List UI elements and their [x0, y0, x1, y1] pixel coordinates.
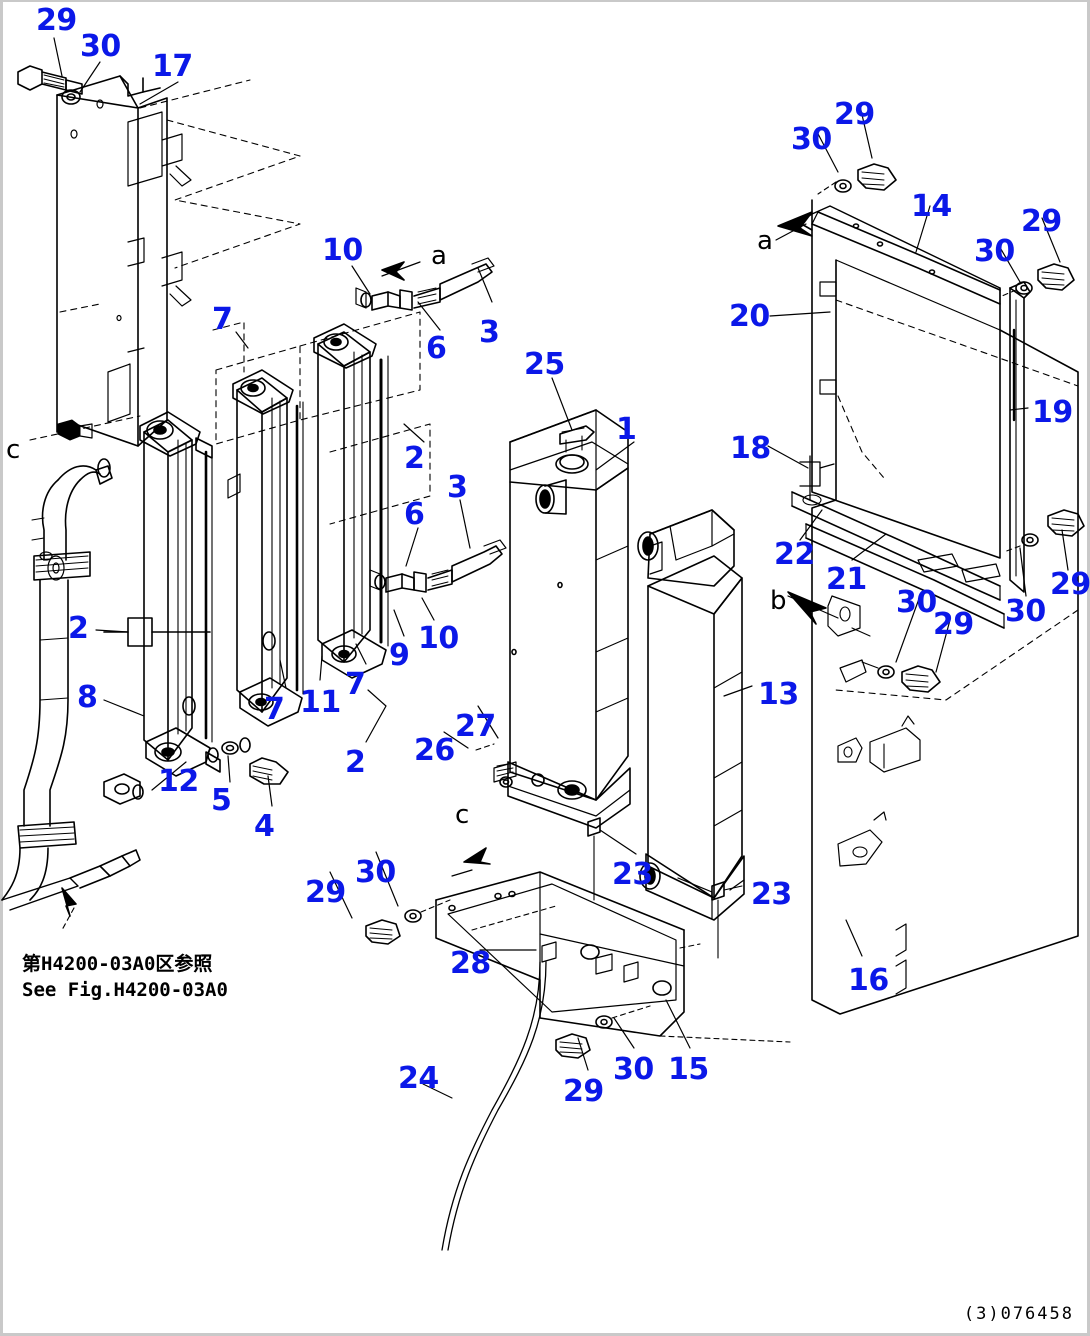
part-11-cooler	[232, 369, 304, 727]
part-24-hose-tail	[422, 961, 547, 1251]
section-marker-c: c	[455, 800, 470, 830]
callout-30[interactable]: 30	[355, 855, 396, 890]
callout-10[interactable]: 10	[418, 621, 459, 656]
hardware-3-6-10-upper	[355, 257, 495, 311]
hardware-29-30-base-left	[365, 899, 451, 945]
part-14-top-rail	[811, 211, 1001, 305]
callout-18[interactable]: 18	[730, 431, 771, 466]
page-border-bottom	[0, 1333, 1090, 1336]
hardware-29-30-midright	[1003, 509, 1085, 553]
hardware-29-30-upper-right2	[1001, 263, 1075, 297]
callout-22[interactable]: 22	[774, 537, 815, 572]
callout-29[interactable]: 29	[1050, 567, 1090, 602]
part-17-side-guard	[56, 75, 192, 447]
part-18-bracket	[799, 455, 835, 506]
part-12-plate	[103, 773, 144, 805]
callout-4[interactable]: 4	[254, 809, 275, 844]
part-8-oil-cooler	[139, 411, 221, 777]
drawing-number: (3)076458	[963, 1304, 1074, 1324]
callout-17[interactable]: 17	[152, 49, 193, 84]
callout-23[interactable]: 23	[612, 857, 653, 892]
mount-pads	[97, 458, 276, 763]
callout-23[interactable]: 23	[751, 877, 792, 912]
callout-3[interactable]: 3	[479, 315, 500, 350]
part-20-shroud-left-panel	[797, 199, 1001, 559]
callout-14[interactable]: 14	[911, 189, 952, 224]
hardware-29-30-topleft	[17, 65, 83, 105]
callout-9[interactable]: 9	[389, 638, 410, 673]
page-border-top	[0, 0, 1090, 2]
callout-13[interactable]: 13	[758, 677, 799, 712]
callout-6[interactable]: 6	[426, 331, 447, 366]
hardware-26-27	[475, 743, 517, 788]
callout-2[interactable]: 2	[404, 441, 425, 476]
hardware-29-30-base-right	[555, 1005, 651, 1059]
callout-26[interactable]: 26	[414, 733, 455, 768]
hose-left-assembly	[1, 465, 141, 931]
callout-29[interactable]: 29	[1021, 204, 1062, 239]
callout-19[interactable]: 19	[1032, 395, 1073, 430]
callout-2[interactable]: 2	[345, 745, 366, 780]
section-marker-c: c	[6, 435, 21, 465]
callout-3[interactable]: 3	[447, 470, 468, 505]
callout-29[interactable]: 29	[36, 3, 77, 38]
callout-30[interactable]: 30	[791, 122, 832, 157]
hardware-29-30-near-b	[827, 595, 941, 693]
callout-29[interactable]: 29	[834, 97, 875, 132]
part-16-rear-panel	[811, 259, 1079, 1015]
callout-16[interactable]: 16	[848, 963, 889, 998]
callout-2[interactable]: 2	[68, 611, 89, 646]
callout-7[interactable]: 7	[212, 302, 233, 337]
callout-15[interactable]: 15	[668, 1052, 709, 1087]
hardware-3-6-10-lower	[369, 539, 507, 593]
part-21-22-rails	[791, 491, 1005, 629]
callout-29[interactable]: 29	[563, 1074, 604, 1109]
reference-note: 第H4200-03A0区参照 See Fig.H4200-03A0	[22, 953, 228, 1001]
callout-6[interactable]: 6	[404, 497, 425, 532]
callout-24[interactable]: 24	[398, 1061, 439, 1096]
section-marker-a: a	[431, 241, 447, 271]
callout-21[interactable]: 21	[826, 562, 867, 597]
part-23-pins	[587, 817, 743, 959]
page-border-right	[1087, 0, 1090, 1336]
callout-30[interactable]: 30	[613, 1052, 654, 1087]
section-arrow-b	[787, 591, 839, 625]
part-1-radiator	[507, 409, 631, 829]
callout-8[interactable]: 8	[77, 680, 98, 715]
callout-12[interactable]: 12	[158, 764, 199, 799]
part-28-base-frame	[435, 847, 791, 1043]
callout-10[interactable]: 10	[322, 233, 363, 268]
callout-20[interactable]: 20	[729, 299, 770, 334]
callout-11[interactable]: 11	[300, 685, 341, 720]
part-13-aftercooler	[637, 509, 745, 921]
hardware-29-30-topright	[817, 163, 897, 195]
section-arrow-a-right	[775, 211, 813, 241]
callout-7[interactable]: 7	[264, 692, 285, 727]
page-border-left	[0, 0, 3, 1336]
section-marker-b: b	[770, 586, 787, 616]
callout-25[interactable]: 25	[524, 347, 565, 382]
hardware-4-5	[221, 741, 289, 785]
callout-30[interactable]: 30	[80, 29, 121, 64]
callout-5[interactable]: 5	[211, 783, 232, 818]
callout-7[interactable]: 7	[345, 667, 366, 702]
callout-28[interactable]: 28	[450, 946, 491, 981]
callout-30[interactable]: 30	[1005, 594, 1046, 629]
callout-29[interactable]: 29	[305, 875, 346, 910]
callout-1[interactable]: 1	[616, 412, 637, 447]
section-marker-a: a	[757, 226, 773, 256]
callout-27[interactable]: 27	[455, 709, 496, 744]
part-7-cooler	[313, 323, 389, 679]
callout-30[interactable]: 30	[896, 585, 937, 620]
callout-29[interactable]: 29	[933, 607, 974, 642]
callout-30[interactable]: 30	[974, 234, 1015, 269]
